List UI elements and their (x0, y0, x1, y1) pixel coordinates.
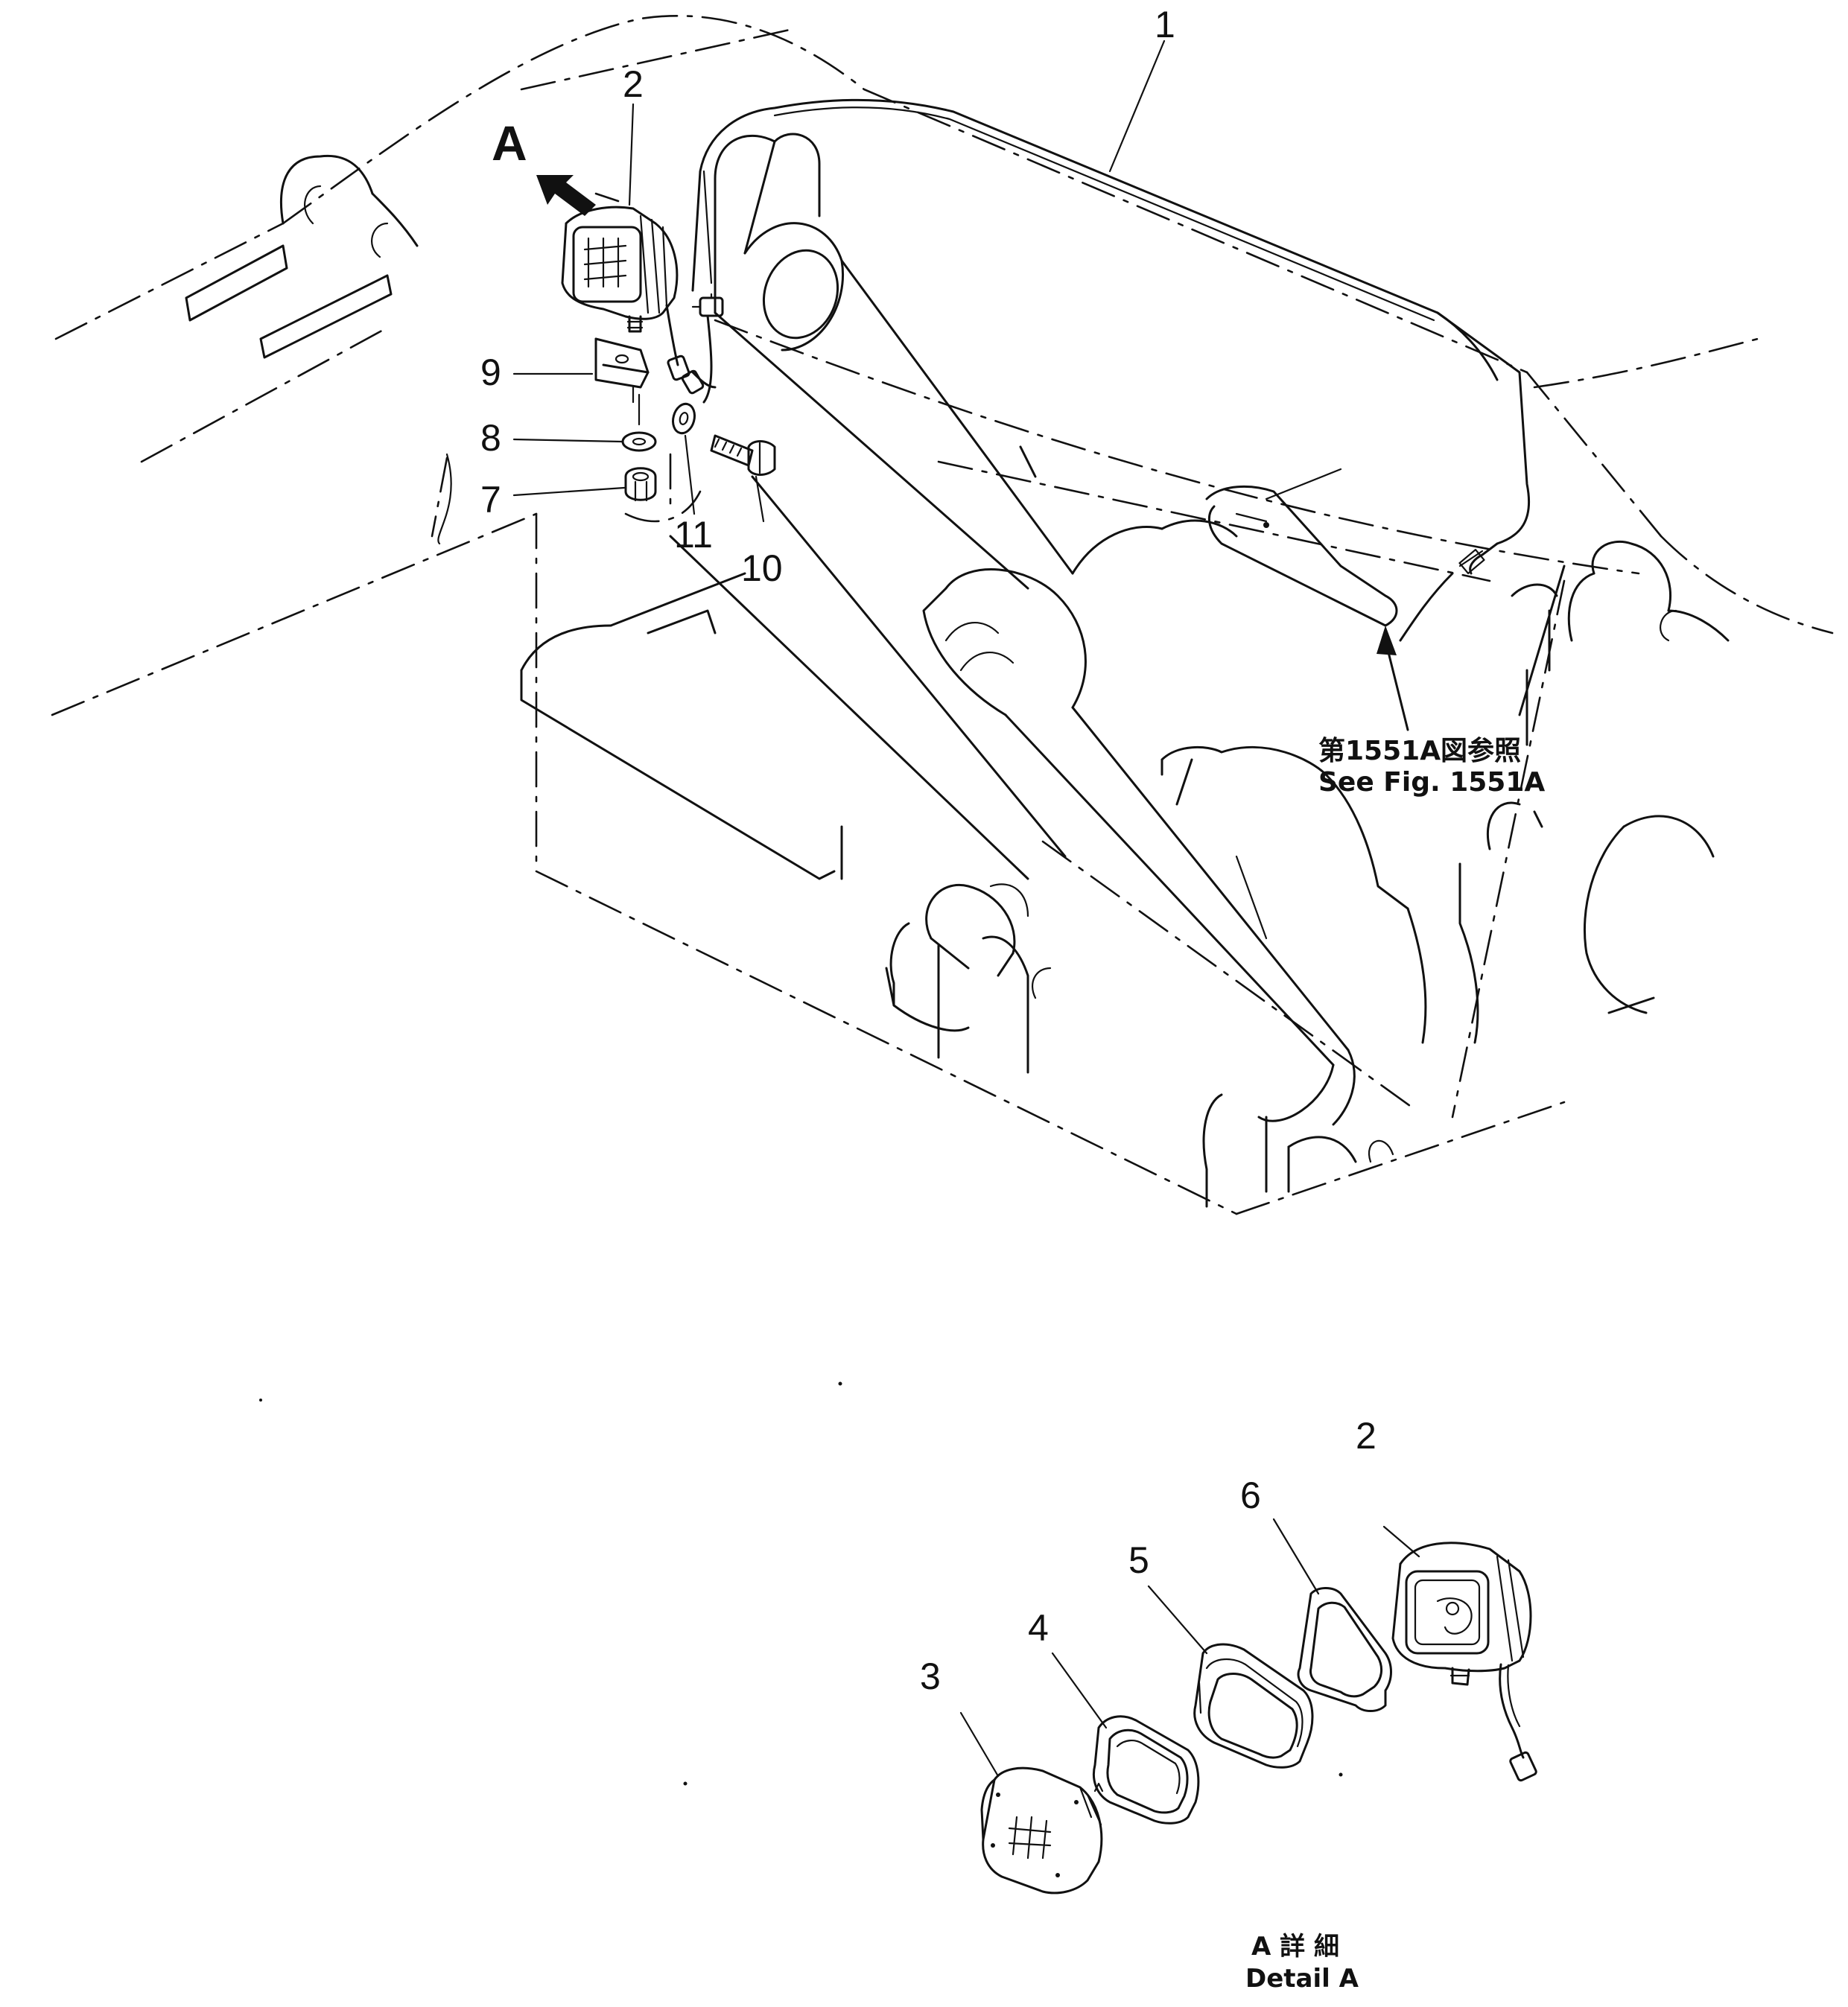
callout-2: 2 (623, 63, 644, 105)
reference-jp: 第1551A図参照 (1318, 736, 1521, 766)
leader-lines (512, 39, 1409, 731)
callout-6: 6 (1240, 1475, 1261, 1516)
wire-harness (691, 98, 1531, 642)
work-lamp-mounted (561, 206, 724, 404)
callout-3: 3 (920, 1655, 941, 1697)
callout-8: 8 (480, 417, 501, 459)
bracket (594, 337, 650, 404)
detail-lens-3 (980, 1766, 1104, 1895)
callout-11: 11 (674, 514, 713, 556)
boom-base (885, 922, 1394, 1208)
detail-caption-jp: A 詳 細 (1251, 1932, 1339, 1962)
nut-7 (624, 467, 657, 502)
callout-9: 9 (480, 352, 501, 393)
view-arrow-a (536, 175, 620, 216)
callout-4: 4 (1028, 1607, 1049, 1649)
callout-7: 7 (480, 479, 501, 521)
callout-1: 1 (1155, 4, 1175, 45)
washer-8 (621, 393, 657, 452)
callout-10: 10 (741, 547, 783, 589)
second-cylinder (669, 475, 1067, 977)
detail-rubber-5 (1193, 1643, 1314, 1769)
boom-cylinder (714, 133, 1356, 1126)
boom-top-boss (1511, 540, 1730, 746)
reference-en: See Fig. 1551A (1318, 767, 1545, 798)
detail-seal-4 (1092, 1715, 1200, 1825)
lockwasher-11 (672, 402, 696, 435)
detail-leader-lines (959, 1518, 1420, 1778)
upper-frame (520, 519, 1715, 1044)
detail-gasket-6 (1297, 1587, 1392, 1712)
detail-lamp-body-2 (1391, 1542, 1537, 1782)
callout-2-detail: 2 (1356, 1415, 1377, 1457)
detail-caption-en: Detail A (1245, 1964, 1359, 1994)
boom-outline (51, 14, 1834, 1215)
bolt-10 (710, 434, 776, 476)
view-marker-a: A (492, 115, 527, 171)
callout-5: 5 (1128, 1539, 1149, 1581)
boom-foot-bracket (185, 154, 419, 359)
